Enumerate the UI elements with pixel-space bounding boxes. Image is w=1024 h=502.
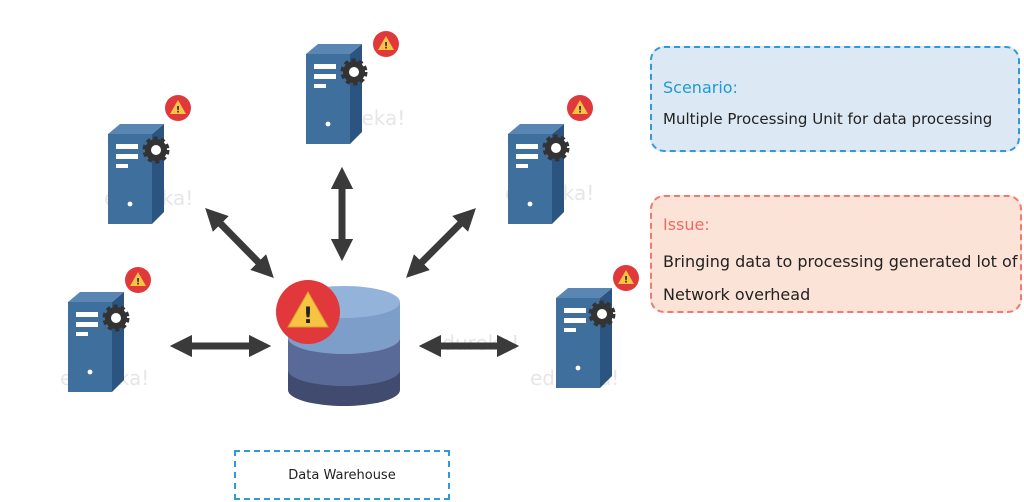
svg-text:!: !	[384, 42, 388, 52]
scenario-text: Multiple Processing Unit for data proces…	[663, 110, 993, 128]
svg-text:!: !	[176, 106, 180, 116]
server-icon: !	[508, 95, 593, 224]
connection-arrows	[169, 166, 520, 358]
svg-text:!: !	[136, 278, 140, 288]
server-icon: !	[306, 31, 399, 144]
double-arrow-icon	[205, 208, 274, 278]
double-arrow-icon	[406, 208, 476, 278]
issue-text: Bringing data to processing generated lo…	[663, 252, 1018, 304]
svg-text:!: !	[624, 276, 628, 286]
warning-icon: !	[567, 95, 593, 121]
svg-text:!: !	[303, 304, 313, 329]
gear-icon	[588, 300, 616, 328]
server-icon: !	[68, 267, 151, 392]
scenario-title: Scenario:	[663, 78, 738, 97]
issue-box: Issue: Bringing data to processing gener…	[650, 195, 1022, 313]
data-warehouse-text: Data Warehouse	[288, 467, 396, 483]
gear-icon	[542, 134, 570, 162]
gear-icon	[340, 58, 368, 86]
warning-icon: !	[373, 31, 399, 57]
gear-icon	[102, 304, 130, 332]
gear-icon	[142, 136, 170, 164]
scenario-box: Scenario: Multiple Processing Unit for d…	[650, 46, 1020, 152]
warning-icon: !	[613, 265, 639, 291]
server-icon: !	[556, 265, 639, 388]
data-warehouse-label: Data Warehouse	[234, 450, 450, 500]
issue-title: Issue:	[663, 215, 710, 234]
server-icon: !	[108, 95, 191, 224]
warning-icon: !	[125, 267, 151, 293]
warning-icon: !	[165, 95, 191, 121]
svg-text:!: !	[578, 106, 582, 116]
database-warning-icon: !	[276, 280, 340, 344]
